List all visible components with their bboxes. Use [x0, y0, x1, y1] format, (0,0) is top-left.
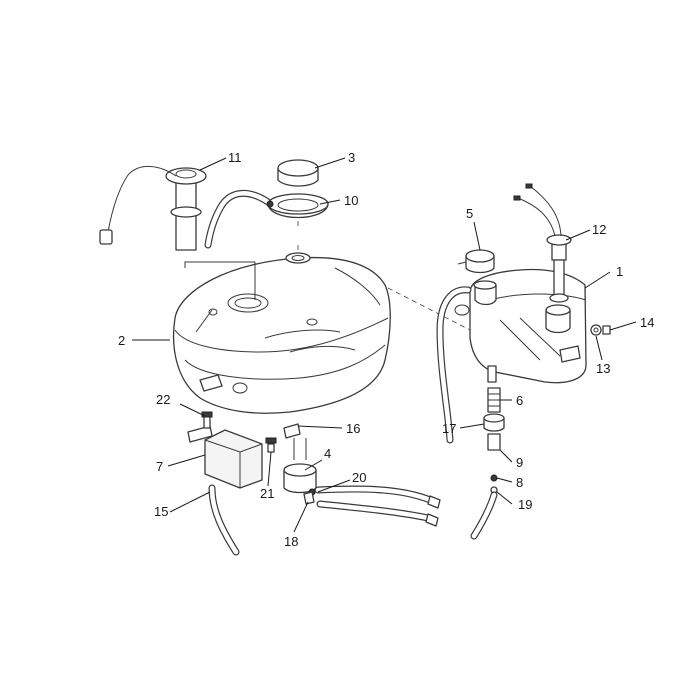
screw-washer: [590, 324, 611, 336]
callout-20: 20: [352, 470, 366, 485]
fuel-gauge-sender: [99, 166, 207, 251]
callout-12: 12: [592, 222, 606, 237]
callout-6: 6: [516, 393, 523, 408]
callout-9: 9: [516, 455, 523, 470]
callout-13: 13: [596, 361, 610, 376]
fuel-tank: [172, 256, 391, 414]
callout-1: 1: [616, 264, 623, 279]
filler-cap: [277, 159, 319, 187]
callout-7: 7: [156, 459, 163, 474]
oil-breather-hose: [436, 286, 472, 444]
callout-3: 3: [348, 150, 355, 165]
callout-10: 10: [344, 193, 358, 208]
leader-lines: [132, 157, 637, 533]
screw-21: [265, 437, 277, 453]
callout-16: 16: [346, 421, 360, 436]
mounting-bracket: [187, 425, 263, 489]
oil-reservoir: [454, 268, 587, 384]
filler-neck-ring: [266, 193, 329, 219]
callout-14: 14: [640, 315, 654, 330]
callout-4: 4: [324, 446, 331, 461]
callout-15: 15: [154, 504, 168, 519]
breather-hose: [204, 189, 272, 249]
oil-cap: [457, 249, 495, 274]
callout-17: 17: [442, 421, 456, 436]
callout-21: 21: [260, 486, 274, 501]
filler-gasket: [285, 252, 311, 264]
oil-feed-hose: [470, 491, 498, 540]
callout-18: 18: [284, 534, 298, 549]
callout-11: 11: [228, 150, 242, 165]
drain-hose: [208, 484, 240, 556]
fuel-tap: [283, 423, 317, 496]
callout-8: 8: [516, 475, 523, 490]
callout-19: 19: [518, 497, 532, 512]
callout-2: 2: [118, 333, 125, 348]
oil-outlet-fitting: [483, 387, 505, 494]
fuel-hoses: [303, 485, 441, 527]
screw-22: [201, 411, 213, 429]
callout-22: 22: [156, 392, 170, 407]
oil-level-sensor: [513, 183, 572, 303]
callout-5: 5: [466, 206, 473, 221]
callout-labels: 1 2 3 4 5 6 7 8 9 10 11 12 13 14 15 16 1…: [118, 150, 654, 549]
